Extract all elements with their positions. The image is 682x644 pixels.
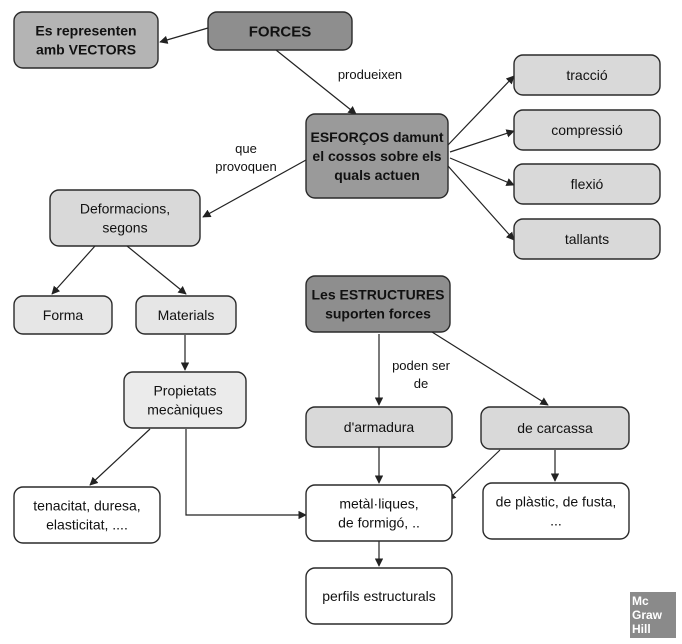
node-box-esforcos bbox=[305, 113, 449, 199]
node-text-plastic-0: de plàstic, de fusta, bbox=[496, 493, 617, 509]
node-box-deformacions bbox=[49, 189, 201, 247]
node-box-materials bbox=[135, 295, 237, 335]
node-materials: Materials bbox=[135, 295, 237, 335]
node-text-metalliques-0: metàl·liques, bbox=[339, 495, 418, 511]
node-text-plastic-1: ... bbox=[550, 512, 562, 528]
node-box-tenacitat bbox=[13, 486, 161, 544]
node-box-metalliques bbox=[305, 484, 453, 542]
node-box-estructures bbox=[305, 275, 451, 333]
edge-labels: produeixen que provoquen poden ser de bbox=[215, 67, 450, 391]
node-box-vectors bbox=[13, 11, 159, 69]
node-box-traccio bbox=[513, 54, 661, 96]
node-forces: FORCES bbox=[207, 11, 353, 51]
node-vectors: Es representen amb VECTORS bbox=[13, 11, 159, 69]
edge-esforcos-tallants bbox=[447, 165, 515, 241]
edge-forces-vectors bbox=[159, 27, 209, 44]
edge-esforcos-deformacions bbox=[202, 159, 307, 218]
node-box-propietats bbox=[123, 371, 247, 429]
node-perfils: perfils estructurals bbox=[305, 567, 453, 625]
edge-label-poden_ser_de-0: poden ser bbox=[392, 358, 450, 373]
edge-estructures-carcassa bbox=[431, 331, 549, 406]
node-box-perfils bbox=[305, 567, 453, 625]
node-text-metalliques-1: de formigó, .. bbox=[338, 514, 420, 530]
node-traccio: tracció bbox=[513, 54, 661, 96]
node-text-tenacitat-1: elasticitat, .... bbox=[46, 516, 128, 532]
logo-box bbox=[630, 592, 676, 638]
node-text-materials-0: Materials bbox=[158, 307, 215, 323]
node-propietats: Propietats mecàniques bbox=[123, 371, 247, 429]
node-text-deformacions-0: Deformacions, bbox=[80, 200, 170, 216]
node-text-compressio-0: compressió bbox=[551, 122, 623, 138]
node-box-compressio bbox=[513, 109, 661, 151]
edge-propietats-tenacitat bbox=[89, 428, 151, 486]
node-text-carcassa-0: de carcassa bbox=[517, 420, 593, 436]
edge-carcassa-metalliques bbox=[447, 449, 501, 501]
edge-deformacions-forma bbox=[51, 245, 96, 295]
node-text-tenacitat-0: tenacitat, duresa, bbox=[33, 497, 140, 513]
node-text-esforcos-1: el cossos sobre els bbox=[312, 148, 441, 164]
node-text-propietats-1: mecàniques bbox=[147, 401, 223, 417]
logo-text-1: Graw bbox=[632, 608, 663, 622]
node-forma: Forma bbox=[13, 295, 113, 335]
node-text-propietats-0: Propietats bbox=[153, 382, 216, 398]
node-box-forma bbox=[13, 295, 113, 335]
node-compressio: compressió bbox=[513, 109, 661, 151]
node-estructures: Les ESTRUCTURES suporten forces bbox=[305, 275, 451, 333]
node-box-forces bbox=[207, 11, 353, 51]
node-text-forma-0: Forma bbox=[43, 307, 84, 323]
edge-esforcos-compressio bbox=[449, 129, 515, 153]
logo-text-0: Mc bbox=[632, 594, 649, 608]
node-text-vectors-0: Es representen bbox=[35, 22, 136, 38]
node-esforcos: ESFORÇOS damunt el cossos sobre els quals … bbox=[305, 113, 449, 199]
node-text-traccio-0: tracció bbox=[566, 67, 607, 83]
node-text-estructures-0: Les ESTRUCTURES bbox=[311, 286, 444, 302]
edge-label-que_provoquen-0: que bbox=[235, 141, 257, 156]
node-text-forces-0: FORCES bbox=[249, 23, 312, 40]
edge-deformacions-materials bbox=[126, 245, 187, 295]
node-text-deformacions-1: segons bbox=[102, 219, 147, 235]
node-text-perfils-0: perfils estructurals bbox=[322, 588, 436, 604]
node-plastic: de plàstic, de fusta,... bbox=[482, 482, 630, 540]
nodes: FORCES Es representen amb VECTORS ESFORÇOS … bbox=[13, 11, 661, 625]
node-text-flexio-0: flexió bbox=[571, 176, 604, 192]
node-text-tallants-0: tallants bbox=[565, 231, 609, 247]
node-text-esforcos-2: quals actuen bbox=[334, 167, 420, 183]
edge-propietats-metalliques bbox=[185, 429, 307, 520]
edge-forces-esforcos bbox=[275, 49, 357, 115]
node-box-tallants bbox=[513, 218, 661, 260]
node-box-plastic bbox=[482, 482, 630, 540]
node-text-estructures-1: suporten forces bbox=[325, 305, 431, 321]
node-box-flexio bbox=[513, 163, 661, 205]
edge-esforcos-flexio bbox=[449, 157, 515, 186]
node-armadura: d'armadura bbox=[305, 406, 453, 448]
edge-label-que_provoquen-1: provoquen bbox=[215, 159, 276, 174]
logo-text-2: Hill bbox=[632, 622, 651, 636]
node-text-armadura-0: d'armadura bbox=[344, 419, 415, 435]
node-flexio: flexió bbox=[513, 163, 661, 205]
node-text-vectors-1: amb VECTORS bbox=[36, 41, 136, 57]
edge-label-produeixen-0: produeixen bbox=[338, 67, 402, 82]
edge-label-poden_ser_de-1: de bbox=[414, 376, 428, 391]
node-deformacions: Deformacions, segons bbox=[49, 189, 201, 247]
edge-esforcos-traccio bbox=[447, 75, 515, 146]
node-box-armadura bbox=[305, 406, 453, 448]
node-text-esforcos-0: ESFORÇOS damunt bbox=[310, 129, 443, 145]
node-tenacitat: tenacitat, duresa, elasticitat, .... bbox=[13, 486, 161, 544]
node-tallants: tallants bbox=[513, 218, 661, 260]
node-carcassa: de carcassa bbox=[480, 406, 630, 450]
edges bbox=[51, 27, 560, 567]
node-metalliques: metàl·liques, de formigó, .. bbox=[305, 484, 453, 542]
node-box-carcassa bbox=[480, 406, 630, 450]
